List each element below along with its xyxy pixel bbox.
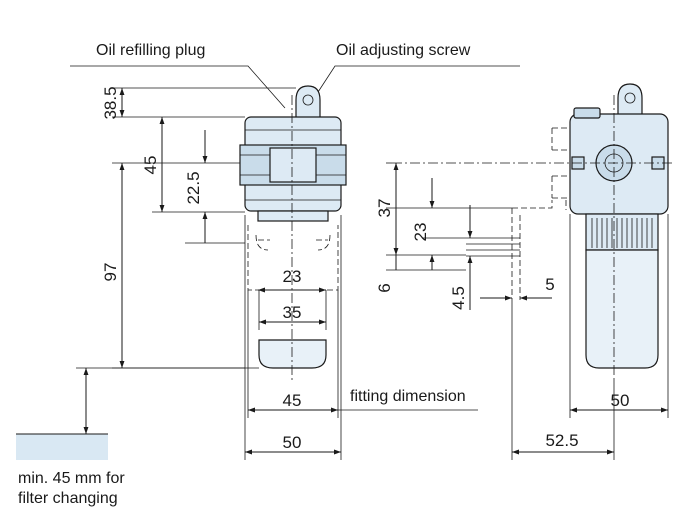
knob-hole xyxy=(302,94,314,106)
callout-leaders xyxy=(70,65,520,113)
oil-adjusting-screw-label: Oil adjusting screw xyxy=(336,42,471,59)
dim-23-vertical: 23 xyxy=(411,223,430,242)
oil-refilling-plug-label: Oil refilling plug xyxy=(96,42,205,59)
filter-note-line1: min. 45 mm for xyxy=(18,470,125,487)
oil-refilling-plug-leader xyxy=(70,65,286,109)
front-extension-lines xyxy=(76,87,296,369)
side-ribs xyxy=(591,218,653,248)
dim-38-5: 38.5 xyxy=(101,86,120,119)
side-bowl xyxy=(585,249,659,369)
dim-35: 35 xyxy=(283,303,302,322)
adjusting-screw-knob xyxy=(295,85,321,119)
dim-37: 37 xyxy=(375,199,394,218)
dim-6: 6 xyxy=(375,283,394,292)
dim-5: 5 xyxy=(545,275,554,294)
dim-52-5: 52.5 xyxy=(545,431,578,450)
dim-50-front: 50 xyxy=(283,433,302,452)
side-view xyxy=(392,83,672,460)
front-bowl xyxy=(258,339,327,369)
front-dimension-lines xyxy=(83,88,478,455)
dim-23-horizontal: 23 xyxy=(283,267,302,286)
front-neck xyxy=(257,210,329,222)
side-dimension-lines xyxy=(393,163,668,455)
oil-adjusting-screw-leader xyxy=(304,65,520,113)
dim-45-horizontal: 45 xyxy=(283,391,302,410)
dim-97: 97 xyxy=(101,263,120,282)
filter-note-line2: filter changing xyxy=(18,490,118,507)
dim-22-5: 22.5 xyxy=(184,171,203,204)
dim-45-vertical: 45 xyxy=(141,156,160,175)
fitting-dimension-label: fitting dimension xyxy=(350,388,466,405)
side-extension-lines xyxy=(386,162,512,271)
dim-50-side: 50 xyxy=(611,391,630,410)
floor-clearance-block xyxy=(16,434,108,460)
dim-4-5: 4.5 xyxy=(449,286,468,310)
mounting-bracket xyxy=(466,200,553,460)
front-center-block xyxy=(269,147,317,183)
side-knob xyxy=(617,83,643,117)
